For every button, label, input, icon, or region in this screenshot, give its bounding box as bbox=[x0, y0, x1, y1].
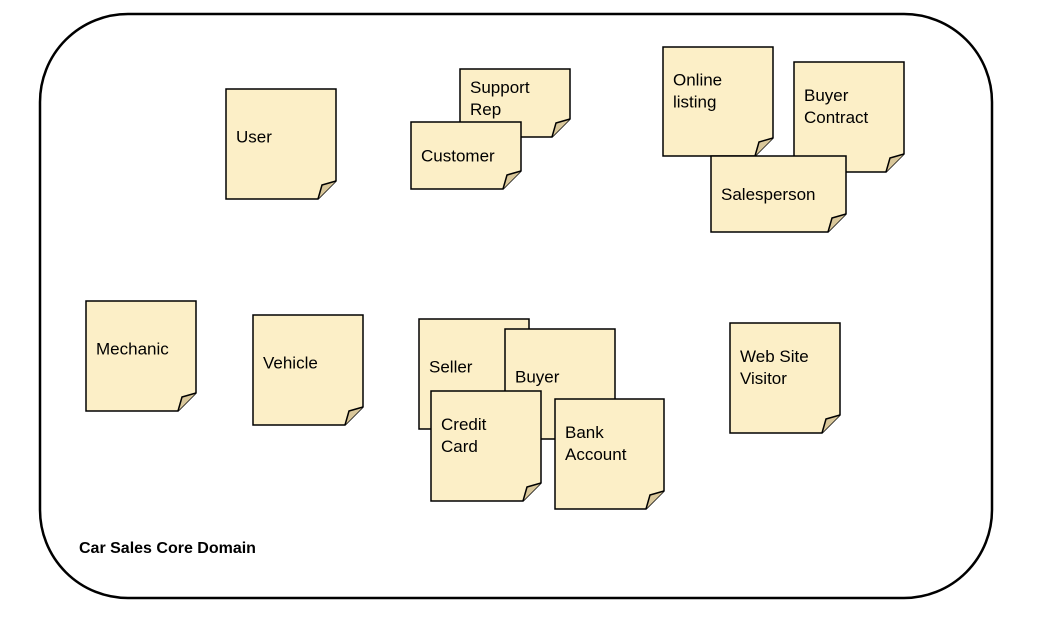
bounded-context-label: Car Sales Core Domain bbox=[79, 540, 256, 557]
sticky-note-mechanic: Mechanic bbox=[85, 300, 197, 412]
sticky-note-fold bbox=[885, 153, 905, 173]
sticky-note-fold bbox=[177, 392, 197, 412]
sticky-note-label-line: Web Site bbox=[740, 347, 809, 366]
sticky-note-fold bbox=[344, 406, 364, 426]
sticky-note-label-line: User bbox=[236, 127, 272, 146]
sticky-note-fold bbox=[754, 137, 774, 157]
sticky-note-label-line: Account bbox=[565, 445, 627, 464]
sticky-note-label-line: Mechanic bbox=[96, 339, 169, 358]
sticky-note-fold bbox=[645, 490, 665, 510]
sticky-note-fold bbox=[827, 213, 847, 233]
sticky-note-label-line: Buyer bbox=[515, 367, 560, 386]
sticky-note-fold bbox=[317, 180, 337, 200]
sticky-note-label-line: Support bbox=[470, 78, 530, 97]
sticky-note-label-line: Buyer bbox=[804, 86, 849, 105]
sticky-note-user: User bbox=[225, 88, 337, 200]
sticky-note-label-line: Seller bbox=[429, 357, 473, 376]
sticky-note-fold bbox=[551, 118, 571, 138]
sticky-note-label-line: Bank bbox=[565, 423, 604, 442]
sticky-note-label-line: Vehicle bbox=[263, 353, 318, 372]
bounded-context-boundary bbox=[38, 12, 994, 600]
sticky-note-customer: Customer bbox=[410, 121, 522, 190]
sticky-note-fold bbox=[522, 482, 542, 502]
sticky-note-fold bbox=[502, 170, 522, 190]
sticky-note-salesperson: Salesperson bbox=[710, 155, 847, 233]
sticky-note-fold bbox=[821, 414, 841, 434]
sticky-note-label-line: Visitor bbox=[740, 369, 787, 388]
sticky-note-online-listing: Online listing bbox=[662, 46, 774, 157]
sticky-note-label-line: Customer bbox=[421, 147, 495, 166]
sticky-note-label-line: listing bbox=[673, 93, 716, 112]
sticky-note-label-line: Online bbox=[673, 71, 722, 90]
sticky-note-label-line: Contract bbox=[804, 108, 869, 127]
sticky-note-label-line: Salesperson bbox=[721, 185, 816, 204]
sticky-note-label-line: Rep bbox=[470, 100, 501, 119]
sticky-note-vehicle: Vehicle bbox=[252, 314, 364, 426]
sticky-note-label-line: Card bbox=[441, 437, 478, 456]
sticky-note-label-line: Credit bbox=[441, 415, 487, 434]
